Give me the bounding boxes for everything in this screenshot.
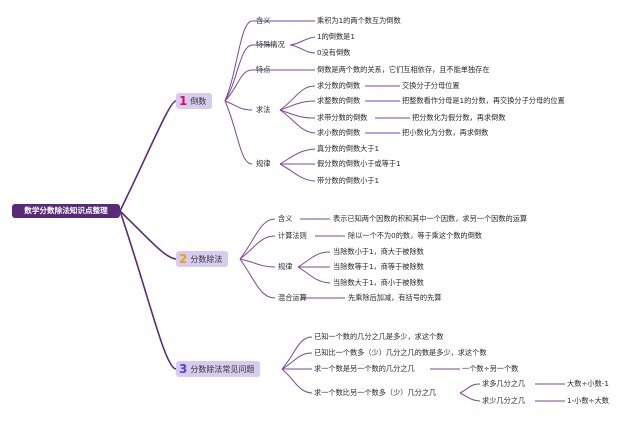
- problem-item-text: 一个数÷另一个数: [462, 364, 519, 373]
- meaning-label: 含义: [256, 16, 271, 25]
- calc-rule-label: 计算法则: [278, 231, 307, 240]
- branch-title: 倒数: [190, 97, 207, 106]
- branch-title: 分数除法常见问题: [190, 365, 255, 374]
- rule-label: 规律: [256, 159, 271, 168]
- meaning-text: 乘积为1的两个数互为倒数: [317, 16, 401, 25]
- method-item-label: 求分数的倒数: [317, 81, 361, 90]
- meaning-label: 含义: [278, 214, 293, 223]
- feature-text: 倒数是两个数的关系，它们互相依存，且不能单独存在: [317, 65, 490, 74]
- method-item-text: 把分数化为假分数，再求倒数: [412, 113, 506, 122]
- special-case-item: 1的倒数是1: [317, 32, 355, 41]
- rule-item: 当除数等于1，商等于被除数: [333, 262, 424, 271]
- branch-number: 3: [179, 362, 188, 376]
- problem-sub-label: 求多几分之几: [482, 379, 526, 388]
- root-node: 数学分数除法知识点整理: [12, 204, 120, 218]
- feature-label: 特点: [256, 65, 271, 74]
- rule-item: 真分数的倒数大于1: [317, 144, 380, 153]
- method-item-label: 求小数的倒数: [317, 128, 361, 137]
- rule-item: 带分数的倒数小于1: [317, 176, 380, 185]
- problem-sub-label: 求少几分之几: [482, 396, 526, 405]
- problem-item: 已知一个数的几分之几是多少，求这个数: [314, 332, 444, 341]
- special-case-item: 0没有倒数: [317, 48, 351, 57]
- mixed-op-text: 先乘除后加减，有括号的先算: [348, 293, 442, 302]
- rule-item: 假分数的倒数小于或等于1: [317, 159, 401, 168]
- rule-item: 当除数小于1，商大于被除数: [333, 247, 424, 256]
- method-label: 求法: [256, 105, 271, 114]
- problem-item: 已知比一个数多（少）几分之几的数是多少，求这个数: [314, 348, 487, 357]
- branch-title: 分数除法: [190, 255, 223, 264]
- special-case-label: 特殊情况: [256, 40, 285, 49]
- problem-item-label: 求一个数是另一个数的几分之几: [314, 364, 415, 373]
- mixed-op-label: 混合运算: [278, 293, 307, 302]
- branch-number: 2: [179, 252, 188, 266]
- method-item-text: 把整数看作分母是1的分数，再交换分子分母的位置: [402, 96, 565, 105]
- rule-item: 当除数大于1，商小于被除数: [333, 278, 424, 287]
- problem-sub-text: 大数÷小数-1: [567, 379, 609, 388]
- meaning-text: 表示已知两个因数的积和其中一个因数，求另一个因数的运算: [333, 214, 528, 223]
- calc-rule-text: 除以一个不为0的数，等于乘这个数的倒数: [348, 231, 482, 240]
- branch-number: 1: [179, 94, 188, 108]
- rule-label: 规律: [278, 262, 293, 271]
- method-item-text: 把小数化为分数，再求倒数: [402, 128, 489, 137]
- method-item-label: 求带分数的倒数: [317, 113, 368, 122]
- method-item-label: 求整数的倒数: [317, 96, 361, 105]
- problem-sub-text: 1-小数÷大数: [567, 396, 609, 405]
- method-item-text: 交换分子分母位置: [402, 81, 460, 90]
- problem-item-label: 求一个数比另一个数多（少）几分之几: [314, 388, 437, 397]
